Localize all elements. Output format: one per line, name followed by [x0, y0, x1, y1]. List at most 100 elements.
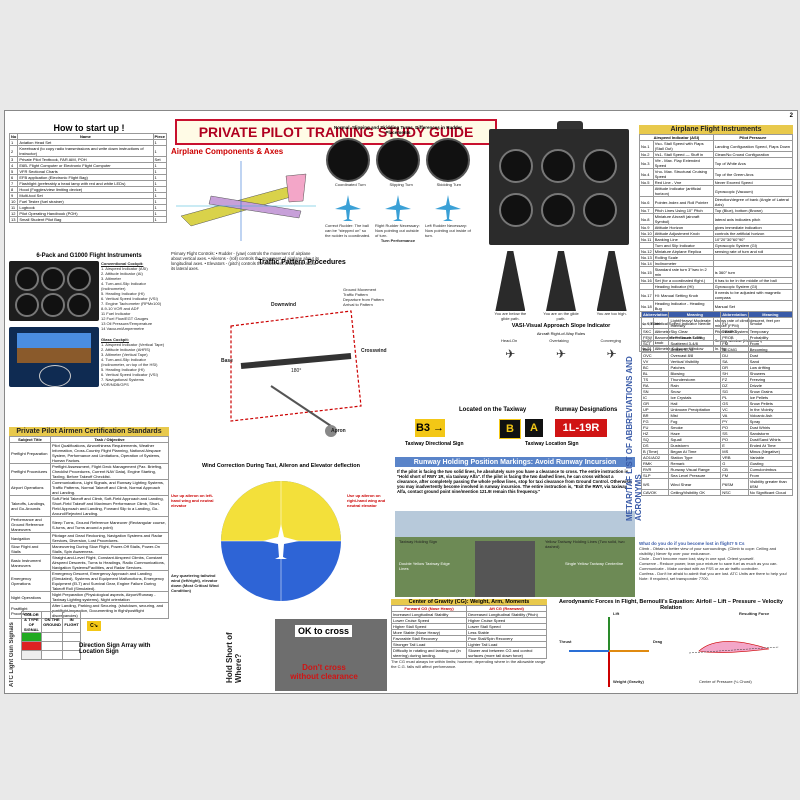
airfoil-shape [698, 641, 770, 653]
table-cell: No.8 [639, 213, 654, 225]
emergency-section: What do you do if you become lost in fli… [639, 541, 793, 601]
list-item: 2. Attitude Indicator (AI) [101, 271, 143, 276]
photo-label: Single Yellow Taxiway Centerline [565, 561, 624, 566]
photo-label: Yellow Taxiway Holding Lines (Two solid,… [545, 539, 625, 549]
wind-note: Any quartering tailwind wind (left/right… [171, 573, 219, 593]
table-cell: Manual Set [712, 300, 794, 312]
table-header: IN FLIGHT [62, 611, 81, 633]
table-cell: is 360° turn [712, 266, 794, 278]
airspeed-gauge [15, 267, 39, 291]
taxiway-signs-section: Located on the Taxiway Runway Designatio… [395, 407, 635, 457]
table-cell: Direction/degree of bank (Angle of Later… [712, 196, 794, 208]
rudder-note: Right Rudder Necessary: Now pointing out… [375, 223, 420, 238]
table-cell: Landing Configuration Speed, Flaps Down [712, 140, 794, 152]
turn-performance-label: Turn Performance [380, 238, 416, 243]
traffic-pattern-heading: Traffic Pattern Procedures [258, 259, 346, 266]
list-item: 6. Vertical Speed Indicator (VSI) [101, 296, 158, 301]
table-cell: Night Preparation (Physiological aspects… [49, 591, 170, 603]
list-item: 7. Navigational Systems VOR/NDB/GPS [101, 377, 144, 387]
table-cell: Emergency Operations [9, 570, 51, 592]
runway-approach-image [596, 251, 627, 311]
metar-section: METAR/TAF LIST OF ABBREVIATIONS AND ACRO… [625, 311, 794, 521]
drag-label: Drag [653, 639, 663, 644]
airplane-icon [385, 195, 411, 221]
table-cell: No.13 [639, 254, 654, 261]
vasi-section: You are below the glide path. You are on… [485, 251, 637, 405]
wind-correction-heading: Wind Correction During Taxi, Aileron and… [202, 463, 360, 469]
six-pack-heading: 6-Pack and G1000 Flight Instruments [36, 253, 142, 259]
table-cell: 1 [152, 216, 168, 223]
lift-label: Lift [613, 611, 620, 616]
legend-item: Departure from Pattern [343, 297, 384, 302]
table-cell: Ceiling/Visibility OK [668, 489, 722, 496]
six-pack-section: 6-Pack and G1000 Flight Instruments Conv… [9, 253, 169, 423]
table-cell: Difficulty in rotating and landing out (… [390, 647, 468, 659]
vasi-caption: You are below the glide path. [494, 311, 527, 321]
rudder-section: Normal, Slipping and Skidding Turns. Dif… [323, 125, 473, 245]
table-cell: No.14 [639, 260, 654, 267]
metar-table: Abbreviation Meaning Abbreviation Meanin… [640, 311, 794, 496]
cg-section: Center of Gravity (CG): Weight, Arm, Mom… [390, 599, 547, 691]
table-cell: No.12 [639, 248, 654, 255]
table-cell: Top of White Arcs [712, 157, 794, 169]
taxiway-shape [270, 385, 332, 427]
runway-holding-text: If the pilot is facing the two solid lin… [397, 469, 633, 494]
table-cell: No.15 [639, 266, 654, 278]
photo-label: Double Yellow Taxiway Edge Lines [399, 561, 450, 571]
located-on-taxiway-heading: Located on the Taxiway [459, 407, 527, 413]
table-cell: It needs to be adjusted with magnetic co… [712, 289, 794, 301]
airplane-icon: ✈ [555, 347, 567, 361]
taxiway-surface [475, 541, 535, 597]
table-cell: Visibility greater than 6SM [747, 478, 794, 490]
table-cell: No.18 [639, 300, 654, 312]
table-cell: Pilot Qualifications, Airworthiness Requ… [49, 442, 170, 464]
list-item: 5. Heading Indicator (HI) [101, 367, 145, 372]
table-cell: No.4 [639, 168, 654, 180]
pattern-path [230, 310, 362, 422]
certification-table: Subject Title Task / Objective Preflight… [9, 436, 170, 619]
center-pressure-label: Center of Pressure (¼ Chord) [699, 679, 752, 684]
table-cell: NSC [720, 489, 749, 496]
wind-quadrant [281, 481, 341, 541]
cg-table: Forward CG (Nose Heavy) Aft CG (Rearward… [390, 605, 547, 659]
table-row: Attitude Indicator (artificial horizon)G… [639, 185, 794, 197]
apron-label: Apron [331, 428, 346, 434]
runway-approach-image [495, 251, 526, 311]
heading-gauge [41, 293, 65, 317]
direction-sign-caption: Direction Sign Array with Location Sign [79, 643, 151, 655]
table-cell: Decreased Longitudinal Stability (Pitch) [466, 611, 547, 618]
certification-section: Private Pilot Airmen Certification Stand… [9, 427, 170, 619]
table-cell: Maneuvering During Slow Flight, Power-Of… [49, 543, 170, 555]
turn-label: Slipping Turn [389, 182, 413, 187]
aero-forces-section: Aerodynamic Forces in Flight, Bernoulli'… [549, 599, 793, 691]
table-cell: HI: Manual Setting Knob [652, 289, 714, 301]
wind-correction-section: Wind Correction During Taxi, Aileron and… [171, 463, 391, 623]
list-item: Communicate - Make contact with an FSS o… [639, 566, 759, 571]
list-item: 4. Turn-and-Slip Indicator (Inclinometer… [101, 357, 158, 367]
angle-label: 180° [291, 368, 302, 374]
instrument-panel-photo [489, 129, 629, 245]
table-cell: CAVOK [640, 489, 670, 496]
table-cell: Takeoffs, Landings, and Go-Arounds [9, 495, 51, 517]
table-cell: Navigation [9, 532, 51, 544]
airplane-diagram [176, 161, 316, 241]
turn-coordinator-gauge [15, 293, 39, 317]
table-cell: No.17 [639, 289, 654, 301]
runway-holding-heading: Runway Holding Position Markings: Avoid … [395, 457, 635, 467]
list-item: Circle - Don't become more lost; stay in… [639, 556, 755, 561]
table-cell: Slow Flight and Stalls [9, 543, 51, 555]
list-item: Climb - Obtain a better view of your sur… [639, 546, 777, 556]
rudder-heading: Normal, Slipping and Skidding Turns. Dif… [334, 125, 462, 135]
photo-label: Taxiway Holding Sign [399, 539, 438, 544]
conventional-list: Conventional Cockpit: 1. Airspeed Indica… [101, 261, 169, 331]
table-cell: Top of the Green Arcs [712, 168, 794, 180]
gauge-image [541, 193, 575, 227]
